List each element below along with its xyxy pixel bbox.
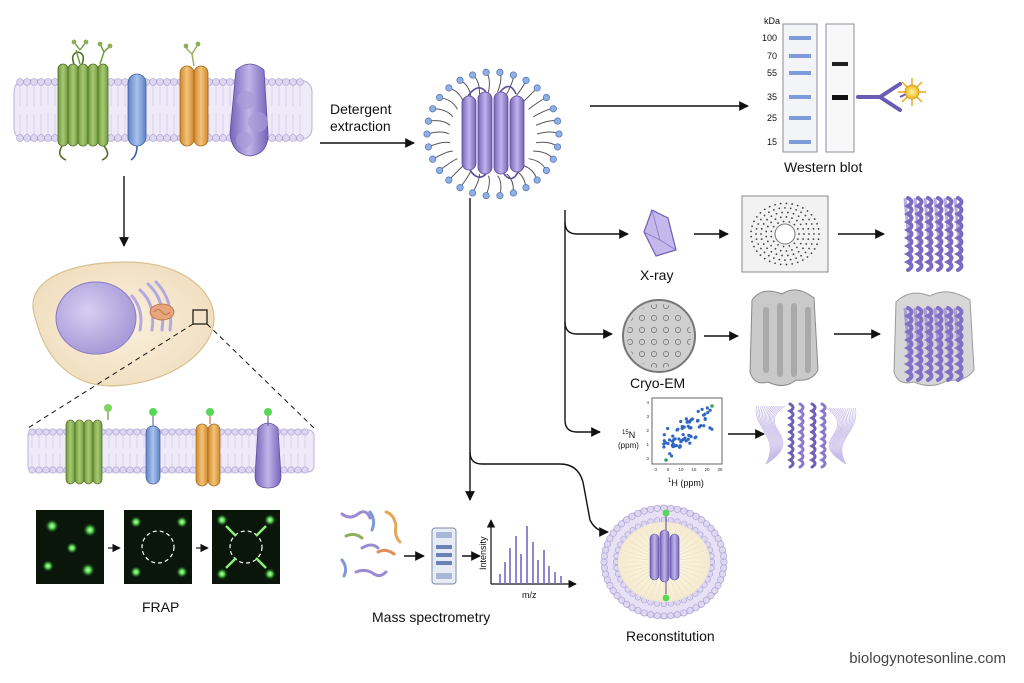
nmr-y-tick: 3 [646, 414, 649, 419]
mass-spectrum [486, 519, 577, 589]
ms-x-label: m/z [522, 590, 537, 600]
marker-band [789, 140, 811, 144]
nucleus [55, 281, 137, 355]
marker-lane [782, 23, 818, 153]
nmr-y-tick: 2 [646, 428, 649, 433]
fluorophore-icon [662, 594, 670, 602]
marker-band [789, 116, 811, 120]
nmr-y-unit: (ppm) [618, 441, 639, 450]
fluorophore-icon [264, 408, 272, 416]
nmr-x-label: 1H (ppm) [668, 478, 704, 488]
cryoem-label: Cryo-EM [630, 375, 685, 391]
marker-label: 25 [767, 113, 777, 123]
nmr-x-tick: -3 [653, 467, 657, 472]
labeled-protein-purple [254, 408, 282, 489]
peptide-fragments [340, 510, 402, 578]
marker-band [789, 95, 811, 99]
crystal-icon [643, 209, 677, 257]
proteoliposome [600, 504, 728, 620]
fluorophore-icon [662, 509, 670, 517]
western-blot: 100 70 55 35 25 15 [762, 23, 926, 153]
mass-analyzer-icon [431, 527, 457, 585]
xray-row [643, 195, 964, 273]
marker-label: 70 [767, 51, 777, 61]
sample-lane [825, 23, 855, 153]
antibody-icon [856, 82, 902, 112]
blot-unit-label: kDa [764, 16, 780, 26]
marker-band [789, 54, 811, 58]
fluorophore-icon [206, 408, 214, 416]
marker-label: 100 [762, 33, 777, 43]
frap-label: FRAP [142, 599, 179, 615]
detergent-micelle [423, 68, 563, 200]
detergent-label-line2: extraction [330, 118, 391, 134]
transmembrane-protein-blue [127, 73, 147, 161]
cryoem-fitted-model [893, 291, 975, 386]
labeled-protein-green [65, 404, 112, 485]
transmembrane-protein-orange [179, 41, 209, 147]
nmr-x-tick: 10 [678, 467, 684, 472]
solubilized-protein [461, 85, 525, 180]
marker-label: 35 [767, 92, 777, 102]
nmr-y-tick: 1 [646, 442, 649, 447]
ms-y-label: Intensity [478, 536, 488, 570]
labeled-protein-blue [145, 408, 161, 485]
nmr-x-tick: 5 [667, 467, 670, 472]
marker-label: 55 [767, 68, 777, 78]
frap-panels [36, 510, 280, 584]
golgi-apparatus [130, 280, 173, 332]
nmr-y-label: 15N [622, 430, 635, 440]
marker-band [789, 36, 811, 40]
reconstitution-label: Reconstitution [626, 628, 715, 644]
website-footer: biologynotesonline.com [849, 650, 1006, 667]
xray-structure [903, 196, 964, 272]
transmembrane-protein-green [57, 39, 113, 161]
detergent-label-line1: Detergent [330, 101, 392, 117]
mass-spec-label: Mass spectrometry [372, 609, 490, 625]
reconstituted-protein [649, 509, 680, 602]
nmr-x-tick: 15 [691, 467, 697, 472]
nmr-x-tick: 20 [704, 467, 710, 472]
target-band [832, 95, 848, 100]
plasma-membrane [13, 39, 313, 161]
nmr-y-tick: 0 [646, 456, 649, 461]
xray-label: X-ray [640, 267, 673, 283]
fluorophore-icon [149, 408, 157, 416]
cryoem-row [622, 289, 975, 386]
cell [32, 261, 215, 387]
zoom-box [192, 309, 208, 325]
cryoem-density-map [749, 289, 819, 386]
labeled-protein-orange [195, 408, 221, 487]
signal-icon [898, 78, 926, 106]
nmr-spectrum [651, 397, 723, 465]
labeled-membrane [27, 404, 315, 489]
marker-band [789, 71, 811, 75]
western-blot-label: Western blot [784, 159, 862, 175]
nmr-structure-ensemble [755, 402, 857, 469]
nmr-x-tick: 25 [717, 467, 723, 472]
fluorophore-icon [104, 404, 112, 412]
marker-label: 15 [767, 137, 777, 147]
transmembrane-protein-purple [229, 63, 269, 157]
nmr-y-tick: 4 [646, 400, 649, 405]
branch-lines [465, 198, 629, 537]
mass-spec-section [340, 510, 577, 589]
